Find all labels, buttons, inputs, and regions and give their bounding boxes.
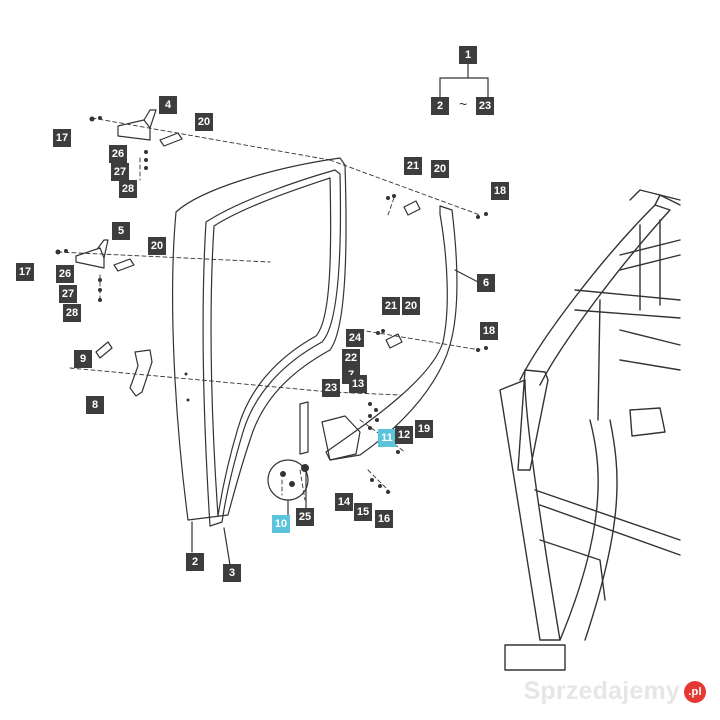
rail-leader [454, 269, 479, 283]
callout-label: 15 [354, 503, 372, 521]
leader-3 [223, 527, 231, 566]
callout-label: 3 [223, 564, 241, 582]
callout-label: 4 [159, 96, 177, 114]
watermark: Sprzedajemy .pl [524, 677, 706, 706]
callout-label: 26 [56, 265, 74, 283]
callout-label: 23 [322, 379, 340, 397]
callout-label: 20 [195, 113, 213, 131]
range-separator: ~ [459, 96, 468, 112]
cab-frame-pillar [499, 379, 561, 641]
callout-label: 13 [349, 375, 367, 393]
callout-label: 22 [342, 349, 360, 367]
callout-label: 24 [346, 329, 364, 347]
bracket-8 [129, 349, 153, 397]
callout-label: 12 [395, 426, 413, 444]
callout-label: 11 [378, 429, 396, 447]
callout-label: 27 [111, 163, 129, 181]
callout-label: 20 [431, 160, 449, 178]
callout-label: 28 [63, 304, 81, 322]
callout-label: 9 [74, 350, 92, 368]
callout-label: 10 [272, 515, 290, 533]
callout-label: 16 [375, 510, 393, 528]
callout-label: 27 [59, 285, 77, 303]
callout-label: 17 [16, 263, 34, 281]
plate-20d [385, 333, 403, 349]
callout-label: 2 [431, 97, 449, 115]
plate-20a [159, 132, 183, 147]
callout-label: 18 [480, 322, 498, 340]
hinge-4 [117, 119, 151, 141]
callout-label: 6 [477, 274, 495, 292]
callout-label: 28 [119, 180, 137, 198]
watermark-text: Sprzedajemy [523, 677, 680, 705]
watermark-badge: .pl [684, 680, 706, 703]
callout-label: 21 [404, 157, 422, 175]
callout-label: 5 [112, 222, 130, 240]
callout-label: 1 [459, 46, 477, 64]
callout-label: 2 [186, 553, 204, 571]
callout-label: 18 [491, 182, 509, 200]
plate-20b [113, 258, 135, 272]
callout-label: 23 [476, 97, 494, 115]
callout-label: 20 [402, 297, 420, 315]
callout-label: 8 [86, 396, 104, 414]
callout-label: 21 [382, 297, 400, 315]
tree-connector [439, 62, 489, 99]
striker-plate [321, 415, 361, 461]
callout-label: 14 [335, 493, 353, 511]
callout-label: 26 [109, 145, 127, 163]
callout-label: 17 [53, 129, 71, 147]
plate-20c [403, 200, 421, 216]
callout-label: 19 [415, 420, 433, 438]
callout-label: 25 [296, 508, 314, 526]
hinge-5 [75, 247, 105, 269]
door-glass [172, 157, 347, 521]
callout-label: 20 [148, 237, 166, 255]
door-seal [202, 169, 342, 527]
